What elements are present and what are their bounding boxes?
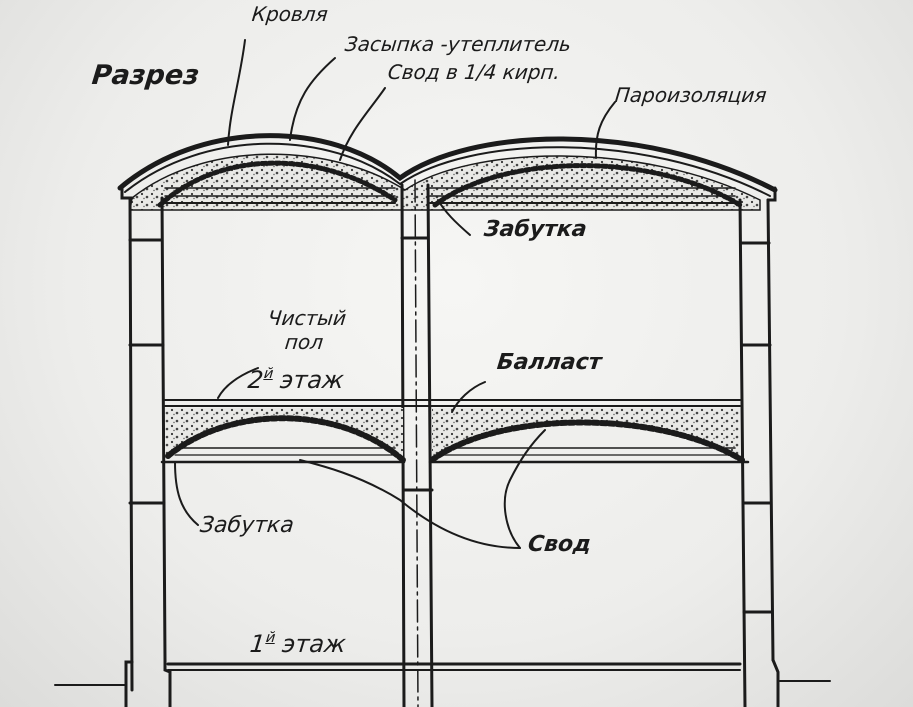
first-floor-ordinal: й xyxy=(265,630,277,646)
label-finished-floor-line2: пол xyxy=(283,330,325,354)
second-floor-slab xyxy=(160,399,750,464)
first-floor-word: этаж xyxy=(280,630,348,659)
leader-lines xyxy=(174,39,616,549)
second-floor-word: этаж xyxy=(278,366,346,395)
left-wall xyxy=(120,184,172,707)
label-finished-floor-line1: Чистый xyxy=(266,306,348,330)
label-vapor-barrier: Пароизоляция xyxy=(613,83,768,107)
right-wall xyxy=(738,186,780,707)
section-title: Разрез xyxy=(90,60,201,91)
label-haunch-fill-top: Забутка xyxy=(482,217,589,242)
label-second-floor: 2й этаж xyxy=(247,366,346,394)
label-roof: Кровля xyxy=(250,2,329,26)
label-haunch-fill-bottom: Забутка xyxy=(198,513,296,538)
label-vault-quarter-brick: Свод в 1/4 кирп. xyxy=(386,60,562,84)
first-floor-slab xyxy=(54,662,831,686)
second-floor-ordinal: й xyxy=(263,366,275,382)
label-first-floor: 1й этаж xyxy=(249,630,348,658)
roof-assembly xyxy=(117,133,778,211)
label-vault: Свод xyxy=(526,532,593,557)
central-wall xyxy=(400,179,434,707)
label-insulation-fill: Засыпка -утеплитель xyxy=(343,32,573,56)
label-ballast: Балласт xyxy=(495,350,603,375)
